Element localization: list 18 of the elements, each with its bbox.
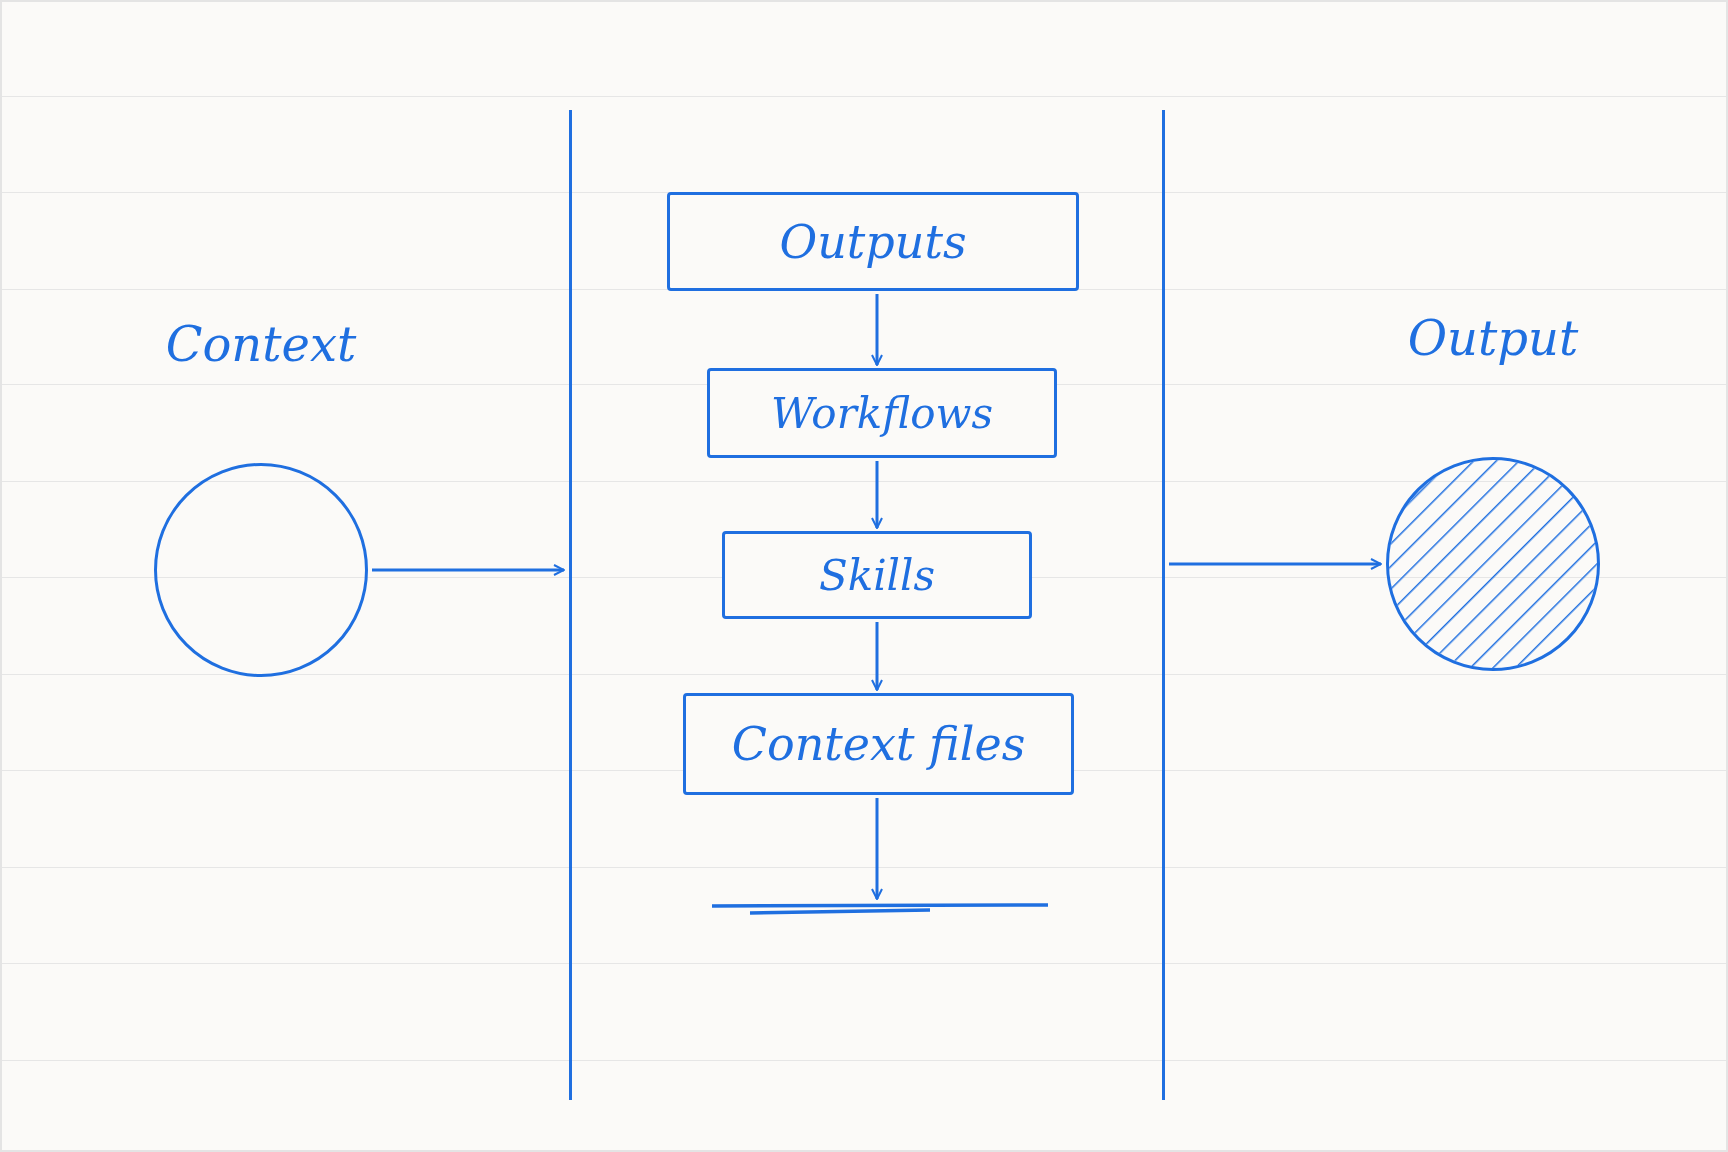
process-box (722, 531, 1032, 619)
arrow (871, 294, 883, 366)
process-box (667, 192, 1079, 291)
arrow (372, 564, 565, 576)
box-label: Workflows (771, 388, 993, 438)
arrow (871, 622, 883, 691)
box-label: Outputs (779, 214, 967, 269)
box-label: Context files (731, 717, 1026, 771)
arrow (871, 461, 883, 529)
box-label: Skills (818, 550, 936, 600)
arrow (1169, 558, 1382, 570)
arrow (871, 798, 883, 900)
process-box (707, 368, 1057, 458)
circle-label: Output (1407, 310, 1579, 366)
column-band (569, 110, 1165, 1100)
circle-label: Context (165, 316, 357, 372)
underline (710, 902, 1050, 916)
process-box (683, 693, 1074, 795)
